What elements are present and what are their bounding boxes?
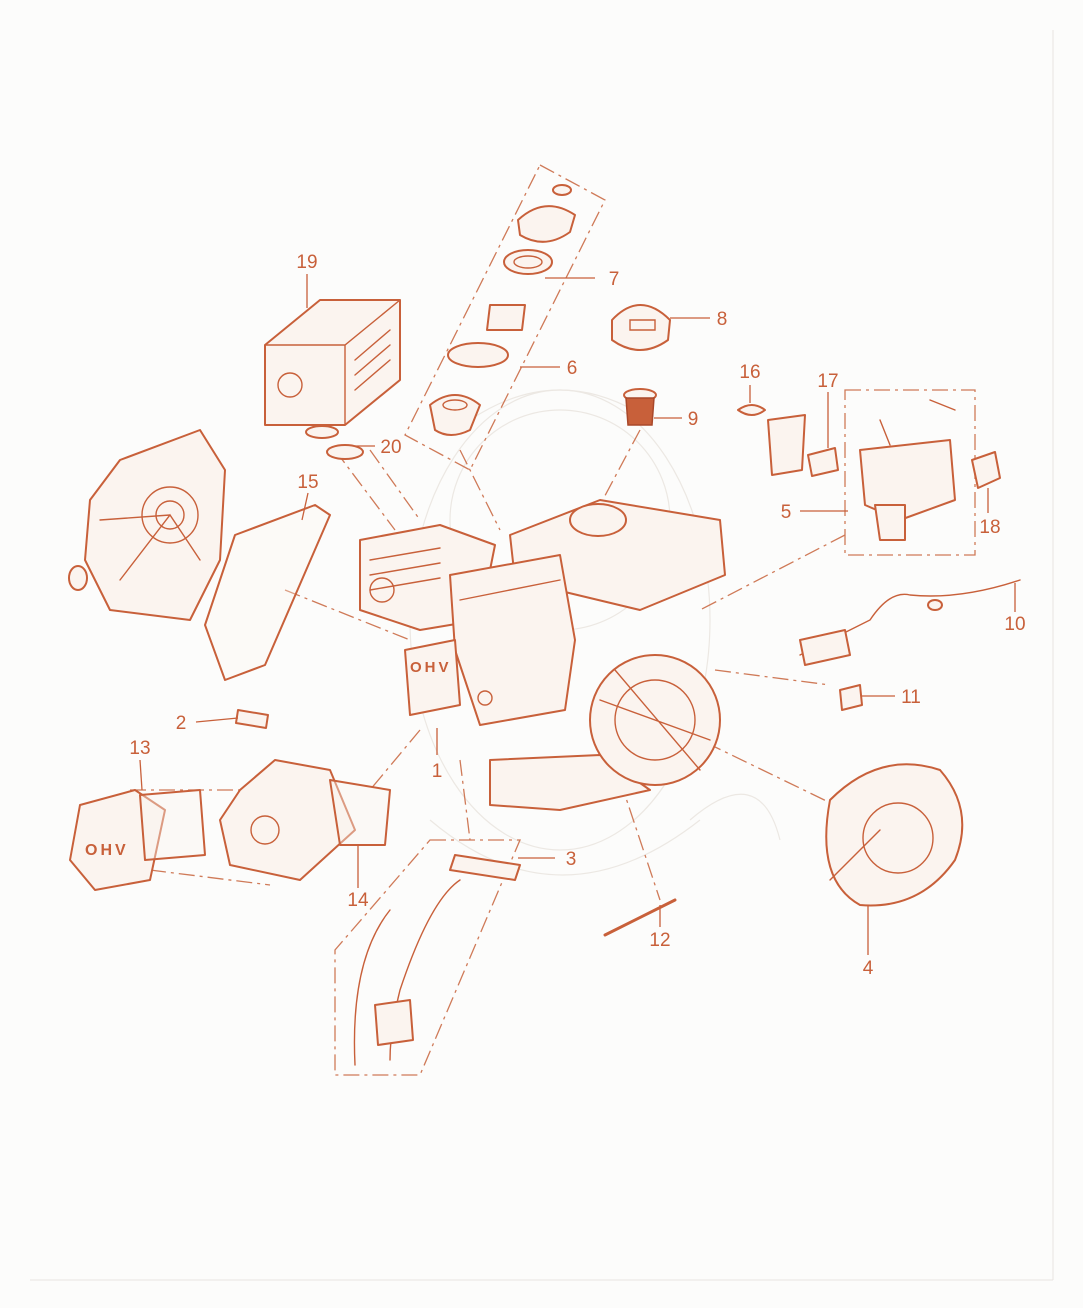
- callout-16: 16: [739, 362, 760, 383]
- callout-8: 8: [717, 309, 728, 330]
- callout-18: 18: [979, 517, 1000, 538]
- callout-9: 9: [688, 409, 699, 430]
- callout-12: 12: [649, 930, 670, 951]
- cylinder-head: [219, 759, 391, 881]
- fuel-strainer: [623, 388, 657, 426]
- insulator-gasket: [737, 404, 766, 416]
- callout-14: 14: [347, 890, 369, 911]
- carburetor-gasket: [807, 447, 839, 477]
- ignition-group-box: [334, 839, 521, 1076]
- valve-cover: OHV: [69, 789, 206, 891]
- recoil-starter: [825, 763, 964, 907]
- callout-10: 10: [1004, 614, 1025, 635]
- callout-2: 2: [176, 713, 187, 734]
- callout-20: 20: [380, 437, 401, 458]
- callout-15: 15: [297, 472, 318, 493]
- callout-11: 11: [901, 687, 921, 708]
- oil-dipstick: [603, 898, 677, 937]
- wire-clip: [839, 684, 863, 711]
- assembly-lines: [130, 164, 976, 1076]
- callout-13: 13: [129, 738, 150, 759]
- fuel-cap: [611, 304, 671, 351]
- muffler-gasket: [326, 444, 364, 460]
- carburetor-bracket: [767, 414, 806, 476]
- engine-ohv-stamp: OHV: [410, 659, 452, 676]
- carburetor: [859, 399, 956, 541]
- air-cleaner-gasket: [971, 451, 1001, 489]
- callout-labels: 1 2 3 4 5 6 7 8 9 10 11 12 13 14 15 16 1…: [129, 252, 1025, 979]
- leader-lines: [139, 274, 1016, 955]
- engine-assembly: OHV: [359, 499, 726, 811]
- callout-19: 19: [296, 252, 317, 273]
- callout-7: 7: [609, 269, 620, 290]
- carburetor-group-box: [844, 389, 976, 556]
- wiring-harness: [799, 579, 1021, 666]
- callout-4: 4: [863, 958, 874, 979]
- ignition-coil: [353, 854, 521, 1066]
- spark-plug: [235, 709, 269, 729]
- callout-5: 5: [781, 502, 792, 523]
- valve-cover-ohv-stamp: OHV: [85, 842, 129, 859]
- crankcase-cover: [68, 429, 226, 621]
- callout-6: 6: [567, 358, 578, 379]
- callout-1: 1: [432, 761, 443, 782]
- muffler: [264, 299, 401, 439]
- crankcase-gasket: [204, 504, 331, 681]
- air-filter-stack: [429, 184, 576, 436]
- callout-3: 3: [566, 849, 577, 870]
- callout-17: 17: [817, 371, 838, 392]
